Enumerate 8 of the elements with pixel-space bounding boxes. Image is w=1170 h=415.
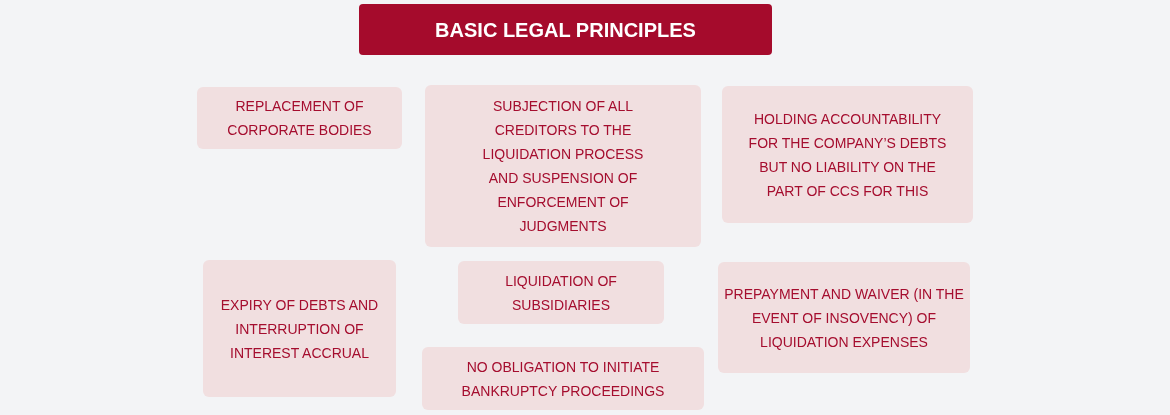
principle-text: LIQUIDATION OF SUBSIDIARIES [504, 271, 618, 315]
title-banner: BASIC LEGAL PRINCIPLES [359, 4, 772, 55]
principle-text: REPLACEMENT OF CORPORATE BODIES [226, 97, 373, 140]
principle-text: HOLDING ACCOUNTABILITY FOR THE COMPANY’S DEBTS BUT NO LIABILITY ON THE PART OF CCS FOR THIS [747, 109, 948, 201]
principle-text: SUBJECTION OF ALL CREDITORS TO THE LIQUIDATION PROCESS AND SUSPENSION OF ENFORCEMENT OF JUDGMENTS [481, 97, 645, 236]
principle-text: EXPIRY OF DEBTS AND INTERRUPTION OF INTEREST ACCRUAL [219, 295, 380, 363]
principle-text: PREPAYMENT AND WAIVER (IN THE EVENT OF INSOVENCY) OF LIQUIDATION EXPENSES [724, 284, 964, 352]
principle-text: NO OBLIGATION TO INITIATE BANKRUPTCY PROCEEDINGS [460, 357, 666, 401]
